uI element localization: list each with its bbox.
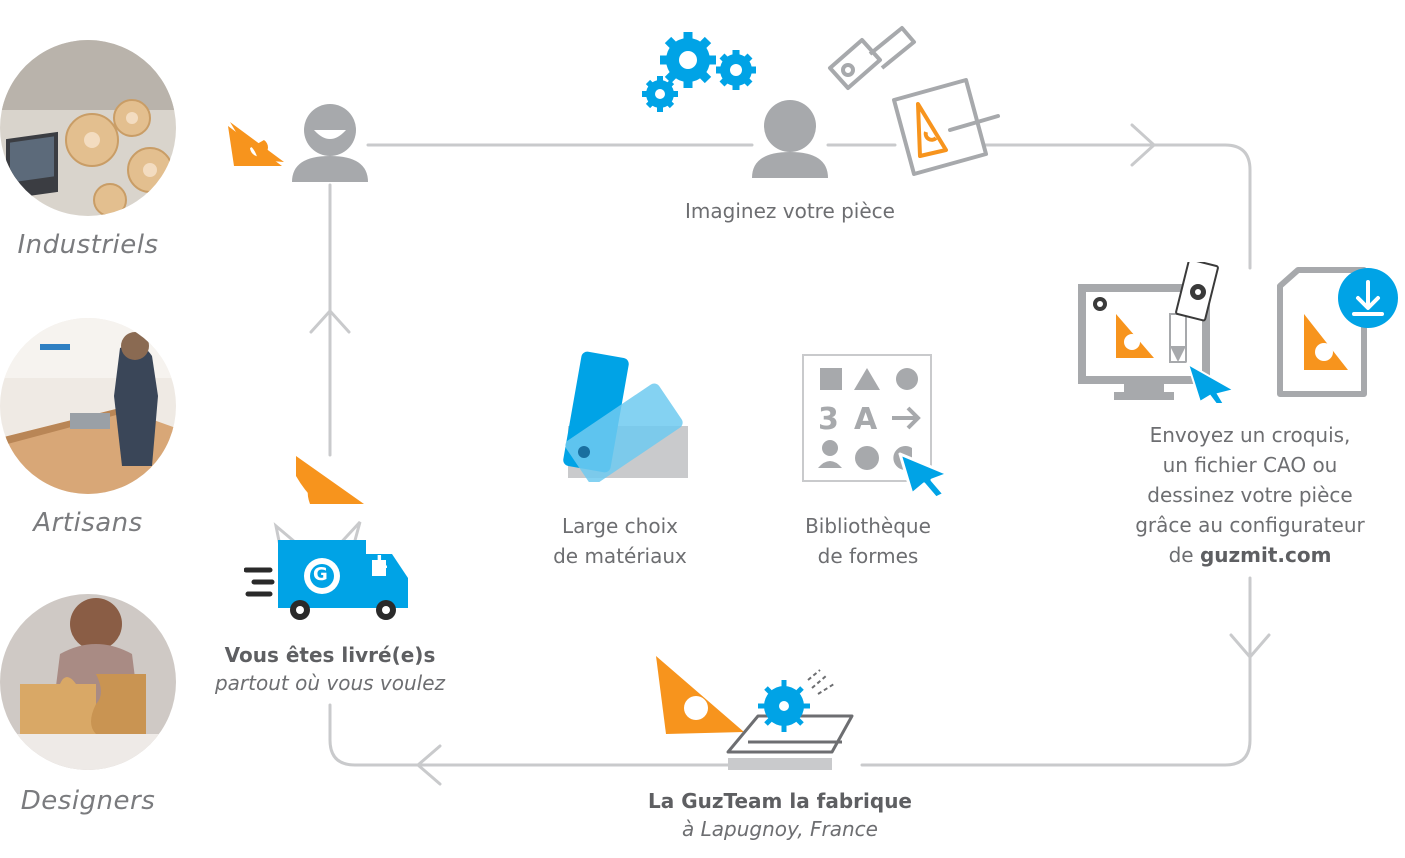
feature-materials-line-1: Large choix (562, 514, 678, 538)
sketch-paper-icon (892, 78, 1000, 176)
user-icon (292, 104, 368, 182)
saw-cutting-icon (656, 656, 854, 770)
flow-arrow-down (1229, 633, 1271, 659)
flow-arrow-left (416, 744, 442, 786)
step-send-line-5: de guzmit.com (1100, 540, 1400, 570)
step-imagine-label: Imaginez votre pièce (685, 199, 895, 223)
flow-arrow-right (1130, 123, 1156, 167)
designer-user-icon (752, 100, 828, 178)
shape-library-glyph-a: A (854, 402, 878, 437)
guzmit-link-text: guzmit.com (1199, 543, 1332, 567)
persona-photo-artisans (0, 318, 176, 494)
step-deliver-title: Vous êtes livré(e)s (224, 643, 436, 667)
step-send-caption: Envoyez un croquis, un fichier CAO ou de… (1100, 420, 1400, 570)
truck-brand-letter: G (313, 564, 328, 585)
step-fabricate-title: La GuzTeam la fabrique (647, 789, 912, 813)
step-deliver-caption: Vous êtes livré(e)s partout où vous voul… (190, 640, 470, 696)
flow-line-top-right (966, 143, 1252, 270)
cad-file-download-icon (1277, 267, 1398, 397)
material-swatches-icon (563, 351, 688, 482)
flow-line-right (860, 576, 1252, 767)
step-send-line-1: Envoyez un croquis, (1149, 423, 1351, 447)
persona-label-artisans: Artisans (33, 508, 143, 538)
step-send-line-2: un fichier CAO ou (1162, 453, 1338, 477)
flow-arrow-up (309, 309, 351, 334)
configurator-monitor-icon (1078, 262, 1237, 404)
flow-line-bottom (328, 703, 732, 767)
orange-part-icon (228, 122, 284, 166)
delivery-truck-icon (244, 456, 408, 620)
cursor-arrow-icon (898, 452, 950, 500)
shape-library-glyph-3: 3 (818, 402, 839, 437)
feature-materials-caption: Large choix de matériaux (520, 511, 720, 571)
persona-label-industriels: Industriels (17, 230, 159, 260)
feature-shapes-caption: Bibliothèque de formes (768, 511, 968, 571)
step-send-line-3: dessinez votre pièce (1147, 483, 1353, 507)
persona-photo-designers (0, 594, 176, 770)
step-send-line-5-prefix: de (1168, 543, 1200, 567)
shape-library-icon: 3 A (802, 354, 932, 482)
feature-materials-line-2: de matériaux (553, 544, 687, 568)
persona-photo-industriels (0, 40, 176, 216)
feature-shapes-line-2: de formes (817, 544, 919, 568)
usb-key-icon (828, 26, 916, 90)
truck-letter: L (376, 552, 388, 573)
feature-shapes-line-1: Bibliothèque (805, 514, 931, 538)
step-fabricate-caption: La GuzTeam la fabrique à Lapugnoy, Franc… (600, 786, 960, 842)
step-fabricate-subtitle: à Lapugnoy, France (682, 817, 878, 841)
gears-icon (642, 32, 756, 112)
persona-label-designers: Designers (20, 786, 156, 816)
step-send-line-4: grâce au configurateur (1135, 513, 1365, 537)
step-deliver-subtitle: partout où vous voulez (214, 671, 446, 695)
